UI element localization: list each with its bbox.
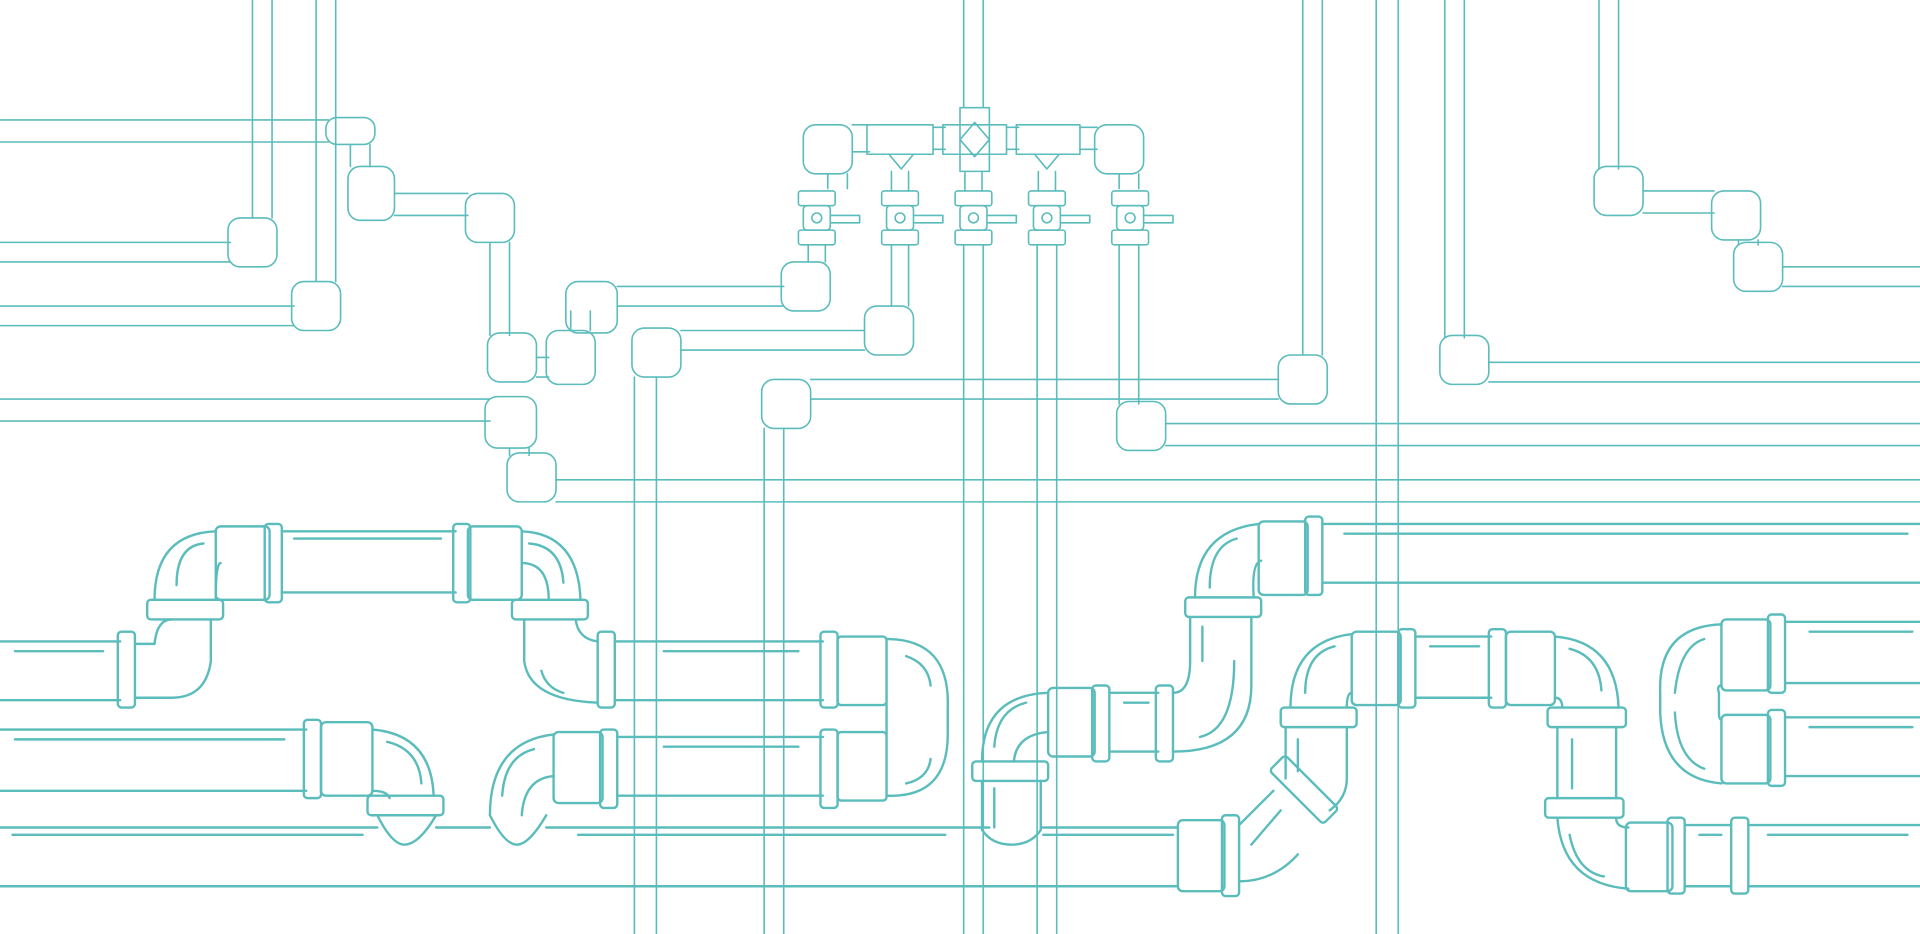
thin-pipe-top-left-3 bbox=[0, 0, 340, 331]
valve-4 bbox=[1029, 171, 1090, 934]
thin-pipe-top-left-2 bbox=[0, 0, 277, 267]
thin-pipe-top-right-2 bbox=[1594, 0, 1920, 291]
thick-pipe-lower-right bbox=[1269, 629, 1919, 893]
thin-pipe-top-right-1 bbox=[1440, 0, 1920, 384]
valve-3 bbox=[955, 171, 1016, 934]
thick-pipes bbox=[0, 517, 1919, 896]
thin-pipe-vertical-center bbox=[1376, 0, 1398, 934]
thick-pipe-middle-center bbox=[972, 517, 1919, 845]
thin-pipe-valve-2-run bbox=[632, 306, 914, 934]
thick-pipe-middle-left bbox=[0, 720, 886, 845]
thick-pipe-far-right bbox=[1660, 615, 1920, 786]
valve-2 bbox=[882, 171, 943, 306]
thin-pipe-top-left-1 bbox=[0, 118, 830, 385]
thick-pipe-upper-left bbox=[0, 524, 948, 796]
thin-pipe-manifold bbox=[803, 0, 1143, 189]
valve-5 bbox=[1112, 191, 1920, 451]
thin-pipe-left-mid bbox=[0, 397, 1919, 502]
thin-pipe-center-run bbox=[762, 0, 1328, 934]
thick-pipe-bottom bbox=[0, 791, 1298, 896]
valve-1 bbox=[798, 191, 859, 262]
